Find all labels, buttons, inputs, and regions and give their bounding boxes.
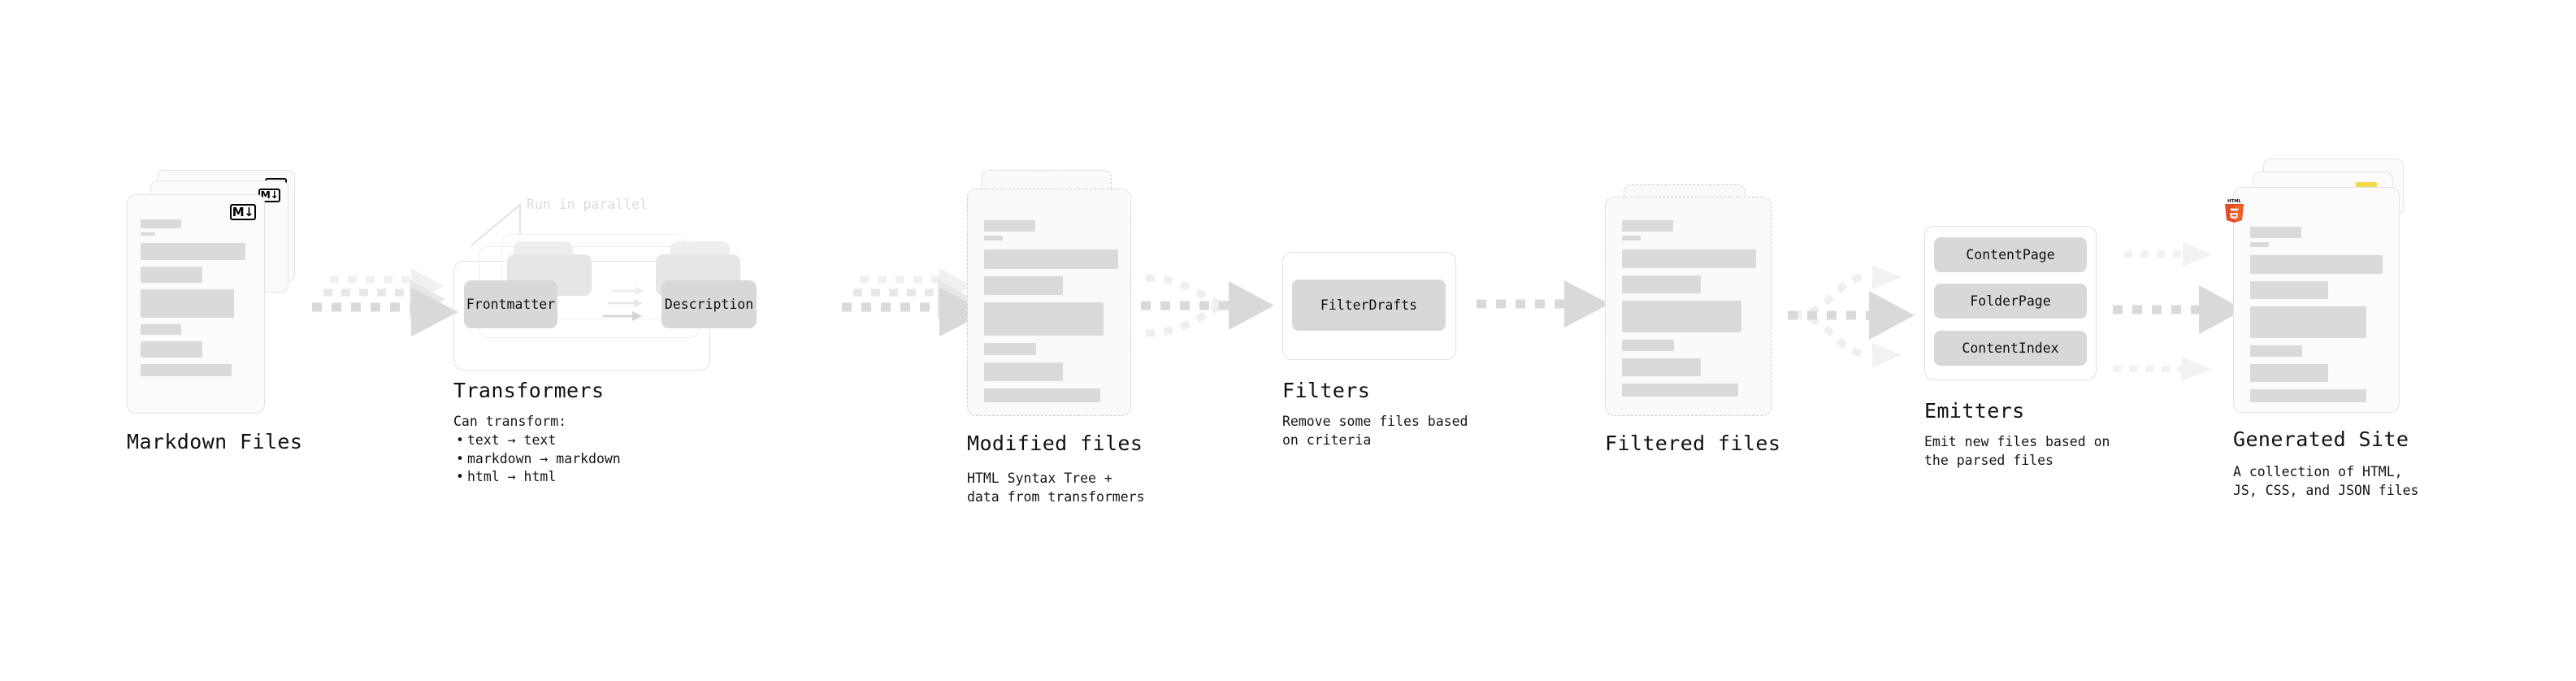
content-bar xyxy=(141,364,232,376)
transformers-capability-item: markdown → markdown xyxy=(456,450,697,469)
content-bar xyxy=(141,243,245,260)
content-bar xyxy=(984,276,1063,295)
markdown-icon: M↓ xyxy=(230,204,256,220)
stage-title-markdown-files: Markdown Files xyxy=(127,430,303,453)
transformers-capability-list: text → text markdown → markdown html → h… xyxy=(453,432,697,487)
file-content-placeholder xyxy=(2250,227,2383,406)
content-bar xyxy=(1622,301,1741,332)
stage-title-emitters: Emitters xyxy=(1924,399,2025,423)
content-bar xyxy=(984,220,1035,232)
stage-title-modified-files: Modified files xyxy=(967,432,1143,455)
svg-text:HTML: HTML xyxy=(2227,199,2242,204)
arrow-transformers-to-modified-files xyxy=(842,268,987,336)
content-bar xyxy=(984,249,1118,269)
markdown-file-card: M↓ xyxy=(127,194,265,414)
content-bar xyxy=(984,236,1003,241)
content-bar xyxy=(984,302,1104,336)
content-bar xyxy=(141,289,234,318)
content-bar xyxy=(2250,364,2328,382)
file-content-placeholder xyxy=(141,219,251,380)
transformer-chip-frontmatter[interactable]: Frontmatter xyxy=(464,280,557,328)
content-bar xyxy=(2250,281,2328,299)
content-bar xyxy=(141,232,155,236)
arrow-filters-to-filtered-files xyxy=(1477,280,1610,327)
run-in-parallel-label: Run in parallel xyxy=(527,197,648,212)
file-content-placeholder xyxy=(984,220,1118,406)
stage-title-filtered-files: Filtered files xyxy=(1605,432,1781,455)
content-bar xyxy=(1622,275,1701,293)
content-bar xyxy=(1622,384,1738,397)
stage-title-transformers: Transformers xyxy=(453,379,605,402)
generated-file-card-html: HTML xyxy=(2225,187,2400,413)
content-bar xyxy=(2250,345,2302,357)
markdown-icon-label: M↓ xyxy=(260,189,279,202)
content-bar xyxy=(141,267,202,283)
emitter-chip-contentindex[interactable]: ContentIndex xyxy=(1934,331,2087,366)
content-bar xyxy=(1622,249,1756,268)
arrow-emitters-to-generated-site xyxy=(2113,242,2244,381)
content-bar xyxy=(141,341,202,358)
stage-desc-modified-files: HTML Syntax Tree + data from transformer… xyxy=(967,471,1145,505)
content-bar xyxy=(2250,242,2269,247)
transformer-internal-arrows xyxy=(603,287,644,321)
stage-desc-emitters: Emit new files based on the parsed files xyxy=(1924,434,2110,468)
content-bar xyxy=(1622,358,1701,376)
emitter-chip-contentpage[interactable]: ContentPage xyxy=(1934,237,2087,272)
html5-icon: HTML xyxy=(2223,197,2245,223)
file-content-placeholder xyxy=(1622,220,1756,401)
filter-chip-filterdrafts[interactable]: FilterDrafts xyxy=(1292,280,1446,331)
stage-desc-filters: Remove some files based on criteria xyxy=(1282,414,1468,448)
arrow-modified-files-to-filters xyxy=(1141,274,1274,337)
filtered-file-card xyxy=(1605,197,1772,416)
content-bar xyxy=(2250,255,2383,274)
stage-title-generated-site: Generated Site xyxy=(2233,427,2409,451)
stage-title-filters: Filters xyxy=(1282,379,1371,402)
transformers-capability-item: text → text xyxy=(456,432,697,450)
content-bar xyxy=(1622,236,1641,241)
run-in-parallel-leader xyxy=(470,203,521,247)
stage-desc-transformers: Can transform: text → text markdown → ma… xyxy=(453,413,697,487)
content-bar xyxy=(2250,227,2301,238)
transformer-chip-description[interactable]: Description xyxy=(661,280,757,328)
stage-desc-generated-site: A collection of HTML, JS, CSS, and JSON … xyxy=(2233,464,2419,498)
markdown-icon-label: M↓ xyxy=(232,204,254,219)
transformers-desc-head: Can transform: xyxy=(453,414,567,429)
content-bar xyxy=(984,362,1063,381)
content-bar xyxy=(2250,306,2366,338)
content-bar xyxy=(1622,340,1674,351)
arrow-filtered-files-to-emitters xyxy=(1788,265,1915,367)
arrow-markdown-to-transformers xyxy=(312,268,458,336)
content-bar xyxy=(984,388,1100,402)
content-bar xyxy=(2250,389,2366,402)
content-bar xyxy=(141,324,181,335)
transformers-capability-item: html → html xyxy=(456,468,697,487)
emitter-chip-folderpage[interactable]: FolderPage xyxy=(1934,284,2087,319)
content-bar xyxy=(141,219,181,228)
modified-file-card xyxy=(967,189,1131,416)
content-bar xyxy=(1622,220,1673,232)
content-bar xyxy=(984,343,1036,355)
